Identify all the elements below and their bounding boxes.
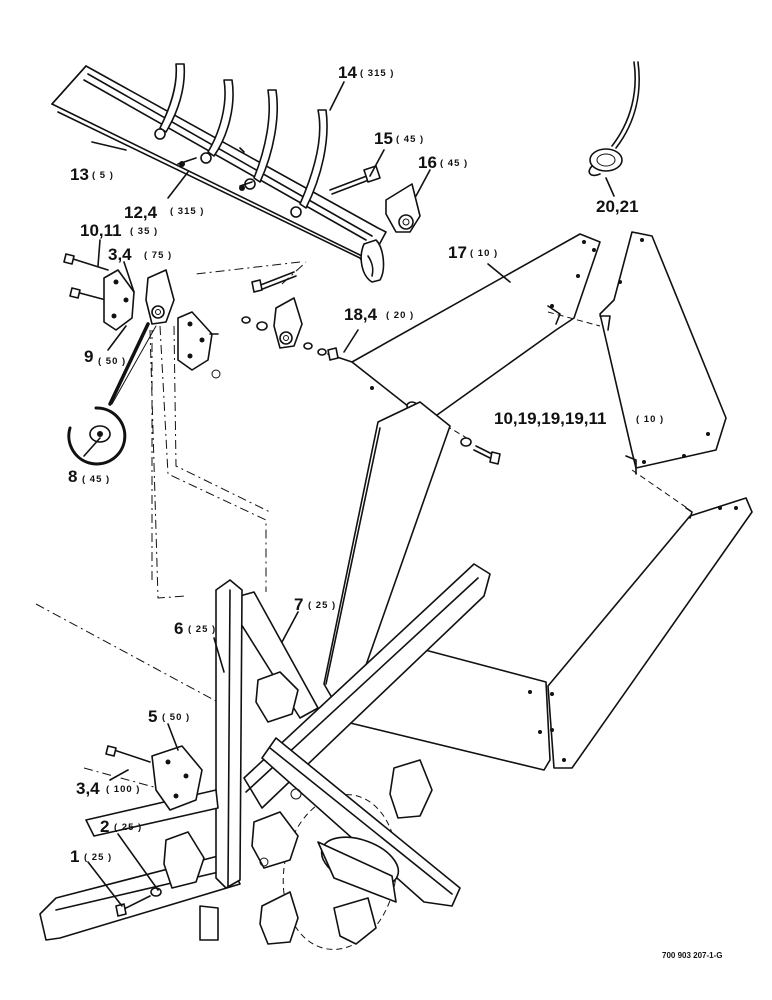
bracket-16 [385,183,421,233]
panel-right-top [547,231,727,469]
callout-10-qty: ( 35 ) [130,226,158,237]
callout-17-qty: ( 10 ) [470,248,498,259]
callout-19-label: 10,19,19,19,11 [494,409,607,428]
callout-5-qty: ( 50 ) [162,712,190,723]
callout-9-label: 9 [84,347,93,366]
frame-bolts [105,745,302,917]
center-bolt [251,271,297,293]
callout-2-qty: ( 25 ) [114,822,142,833]
callout-3-4-upper-qty: ( 75 ) [144,250,172,261]
callout-15-label: 15 [374,129,393,148]
callout-13-qty: ( 5 ) [92,170,114,181]
callout-8-qty: ( 45 ) [82,474,110,485]
callout-7-qty: ( 25 ) [308,600,336,611]
panel-bolt-assembly [419,409,501,465]
callout-10-label: 10,11 [80,221,122,240]
callout-3-4-lower-label: 3,4 [76,779,100,798]
callout-13-label: 13 [70,165,89,184]
reel-bat-tube [51,65,387,283]
callout-3-4-lower-qty: ( 100 ) [106,784,140,795]
callout-7-label: 7 [294,595,303,614]
detail-view-8 [67,322,157,466]
leader-lines [83,81,615,907]
callout-6-label: 6 [174,619,183,638]
callout-15-qty: ( 45 ) [396,134,424,145]
reel-tines [154,63,328,218]
callout-18-qty: ( 20 ) [386,310,414,321]
bracket-plate-right [177,311,221,379]
callout-labels: 13 ( 5 ) 12,4 ( 315 ) 14 ( 315 ) 15 ( 45… [68,63,723,960]
callout-3-4-upper-label: 3,4 [108,245,132,264]
bolt-15 [329,165,381,195]
callout-8-label: 8 [68,467,77,486]
panel-middle [323,401,451,723]
callout-20-label: 20,21 [596,197,639,216]
tine-bolts [177,147,253,191]
callout-2-label: 2 [100,817,109,836]
panel-right-bottom [547,455,753,769]
callout-12-label: 12,4 [124,203,158,222]
panel-17 [351,233,601,421]
mounting-brackets [151,671,433,945]
callout-19-qty: ( 10 ) [636,414,664,425]
left-bolts [63,253,109,301]
callout-1-label: 1 [70,847,79,866]
bracket-9 [103,269,135,331]
callout-14-label: 14 [338,63,357,82]
callout-9-qty: ( 50 ) [98,356,126,367]
callout-18-label: 18,4 [344,305,378,324]
callout-6-qty: ( 25 ) [188,624,216,635]
callout-14-qty: ( 315 ) [360,68,394,79]
bearing-block [145,269,175,325]
callout-16-label: 16 [418,153,437,172]
drawing-code: 700 903 207-1-G [662,951,723,960]
callout-17-label: 17 [448,243,467,262]
spring-tooth-20 [588,61,640,177]
callout-16-qty: ( 45 ) [440,158,468,169]
callout-1-qty: ( 25 ) [84,852,112,863]
callout-12-qty: ( 315 ) [170,206,204,217]
center-bracket [241,297,353,363]
callout-5-label: 5 [148,707,157,726]
